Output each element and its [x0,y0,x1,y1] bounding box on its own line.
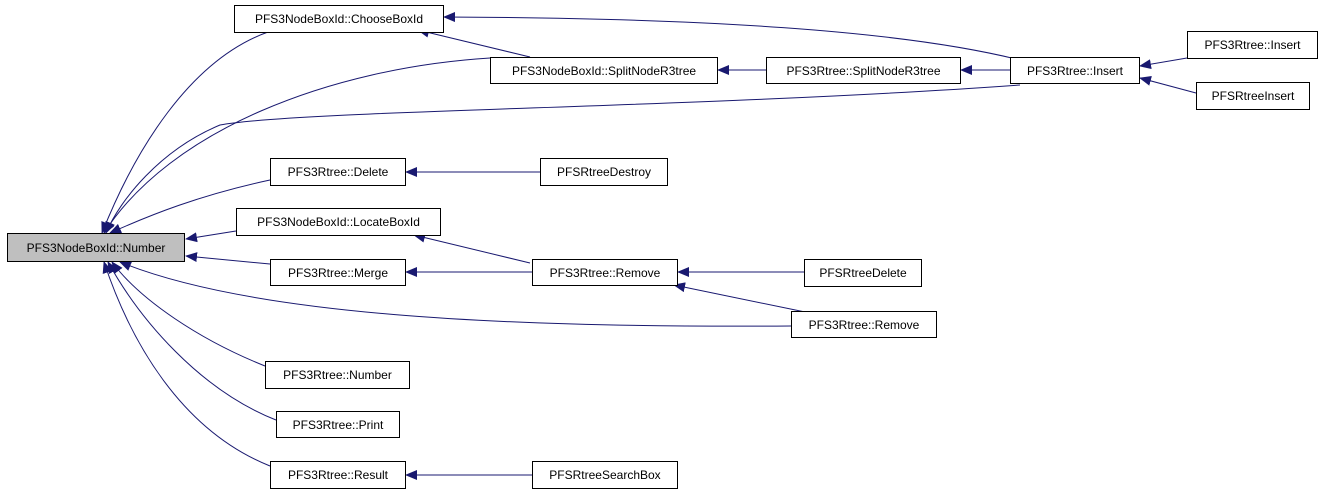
edge-splitnbi-to-number [103,57,491,234]
edge-remove-to-locate [413,232,531,264]
edge-outerinsert-to-insert [1139,57,1188,70]
edge-merge-to-number [185,252,271,265]
node-pfs3rtree-merge[interactable]: PFS3Rtree::Merge [270,259,406,286]
node-pfs3rtree-delete[interactable]: PFS3Rtree::Delete [270,158,406,186]
node-pfsrtreeinsert[interactable]: PFSRtreeInsert [1196,82,1310,110]
node-pfs3nodeboxid-chooseboxid[interactable]: PFS3NodeBoxId::ChooseBoxId [234,5,444,33]
node-pfs3rtree-insert[interactable]: PFS3Rtree::Insert [1010,57,1140,84]
node-pfsrtreedestroy[interactable]: PFSRtreeDestroy [540,158,668,186]
edge-pfsinsert-to-insert [1139,76,1197,94]
edge-removeouter-to-number [119,261,792,327]
node-pfsrtreesearchbox[interactable]: PFSRtreeSearchBox [532,461,678,489]
node-pfs3rtree-remove-outer[interactable]: PFS3Rtree::Remove [791,311,937,338]
node-pfs3rtree-result[interactable]: PFS3Rtree::Result [270,461,406,489]
edge-insert-to-number [105,84,1021,234]
edge-insert-to-choose [443,12,1021,61]
node-pfs3rtree-insert-outer[interactable]: PFS3Rtree::Insert [1187,31,1318,59]
node-pfs3rtree-number[interactable]: PFS3Rtree::Number [265,361,410,389]
node-pfsrtreedelete[interactable]: PFSRtreeDelete [804,259,922,287]
edge-splitnbi-to-choose [417,27,531,58]
node-pfs3nodeboxid-locateboxid[interactable]: PFS3NodeBoxId::LocateBoxId [236,208,441,236]
node-pfs3rtree-remove[interactable]: PFS3Rtree::Remove [532,259,678,286]
edge-locate-to-number [185,230,237,243]
edge-choose-to-number [101,31,269,234]
node-pfs3nodeboxid-number: PFS3NodeBoxId::Number [7,233,185,262]
node-pfs3rtree-print[interactable]: PFS3Rtree::Print [276,411,400,438]
node-pfs3rtree-splitnoder3tree[interactable]: PFS3Rtree::SplitNodeR3tree [766,57,961,84]
edge-delete-to-number [109,179,271,234]
edge-removeouter-to-remove [673,282,811,314]
node-pfs3nodeboxid-splitnoder3tree[interactable]: PFS3NodeBoxId::SplitNodeR3tree [490,57,718,84]
edge-print-to-number [107,261,277,421]
edge-rtreenumber-to-number [111,261,266,367]
edge-result-to-number [102,261,271,467]
